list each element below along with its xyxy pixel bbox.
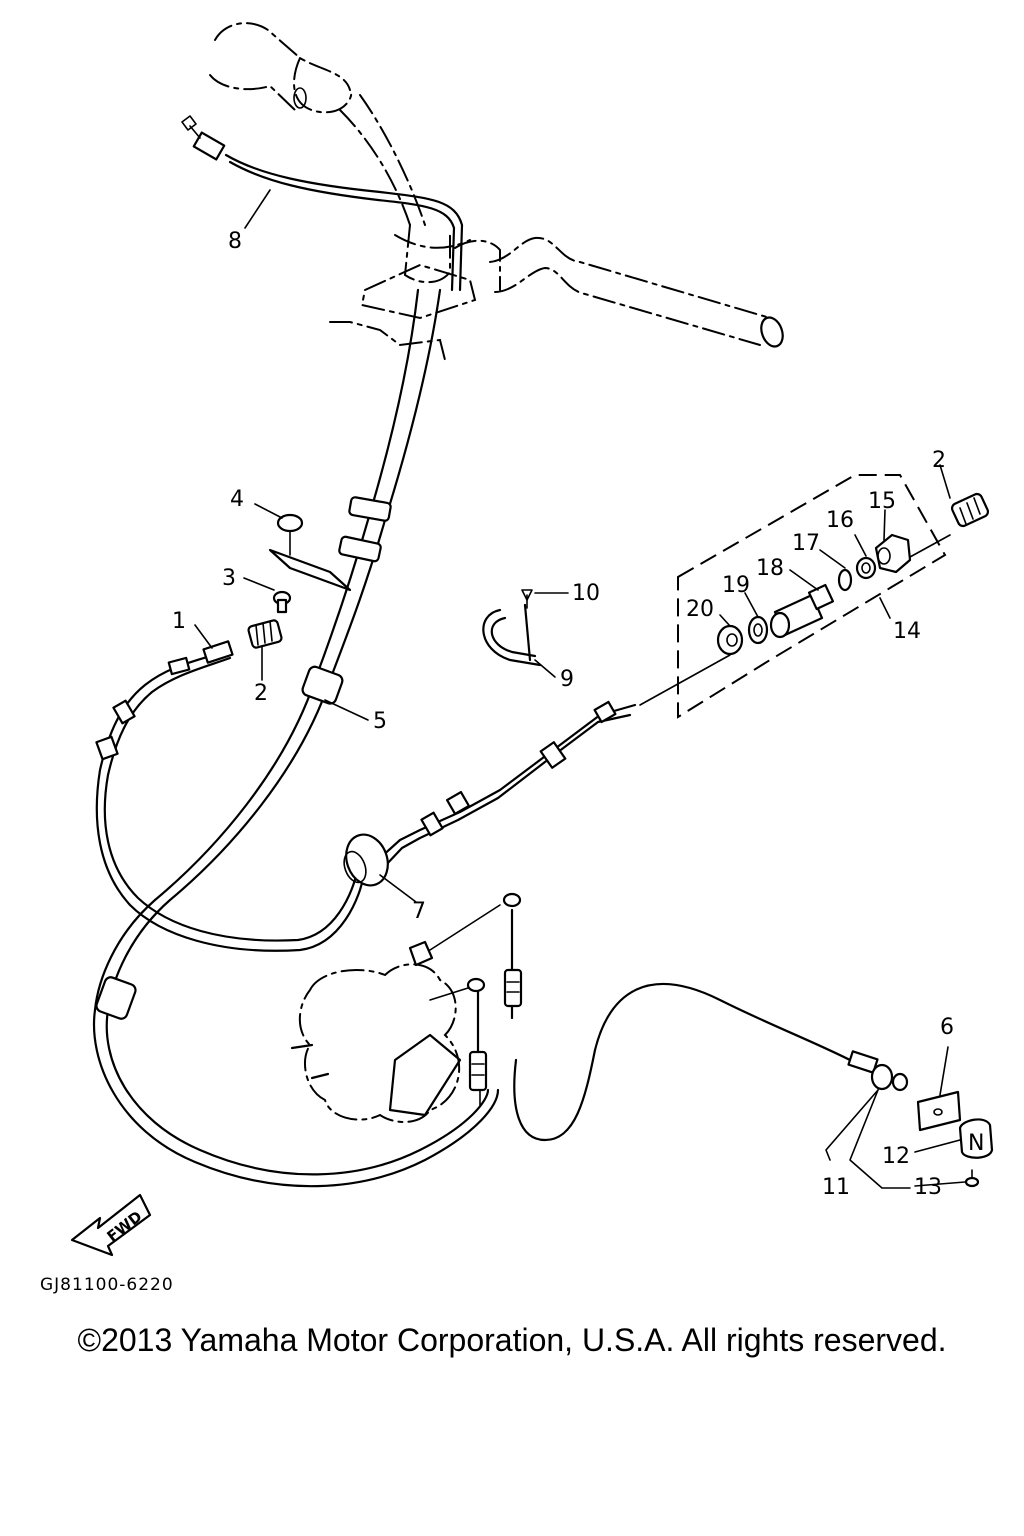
fwd-arrow: FWD [70, 1193, 152, 1257]
callout-2: 2 [932, 448, 946, 473]
callout-12: 12 [882, 1144, 910, 1169]
callout-16: 16 [826, 508, 854, 533]
callout-8: 8 [228, 229, 242, 254]
callout-18: 18 [756, 556, 784, 581]
cable-14-assembly [378, 534, 951, 868]
callout-20: 20 [686, 597, 714, 622]
callout-17: 17 [792, 531, 820, 556]
parts-6-12-13: N [916, 1090, 994, 1188]
callout-10: 10 [572, 581, 600, 606]
callout-5: 5 [373, 709, 387, 734]
callout-13: 13 [914, 1175, 942, 1200]
callout-14: 14 [893, 619, 921, 644]
callout-9: 9 [560, 667, 574, 692]
callout-15: 15 [868, 489, 896, 514]
drawing-code: GJ81100-6220 [40, 1275, 174, 1295]
sleeve-7 [343, 833, 389, 887]
callouts: 1 2 2 3 4 5 6 7 8 9 10 11 12 13 14 15 16… [172, 229, 954, 1200]
callout-19: 19 [722, 573, 750, 598]
svg-text:N: N [968, 1131, 984, 1156]
steering-cable [92, 288, 500, 1188]
parts-2-3-4 [247, 513, 304, 649]
lower-cables [468, 908, 909, 1142]
callout-1: 1 [172, 609, 186, 634]
leader-lines [194, 189, 966, 1189]
callout-3: 3 [222, 566, 236, 591]
cable-8 [181, 115, 464, 292]
copyright-notice: ©2013 Yamaha Motor Corporation, U.S.A. A… [77, 1322, 947, 1358]
clamp-9 [482, 589, 542, 667]
callout-6: 6 [940, 1015, 954, 1040]
callout-11: 11 [822, 1175, 850, 1200]
handlebar-outline [209, 22, 784, 361]
callout-2: 2 [254, 681, 268, 706]
kit-14-box [677, 474, 947, 719]
engine-outline [290, 892, 522, 1123]
callout-4: 4 [230, 487, 244, 512]
cable-1 [95, 640, 367, 952]
callout-7: 7 [412, 899, 426, 924]
